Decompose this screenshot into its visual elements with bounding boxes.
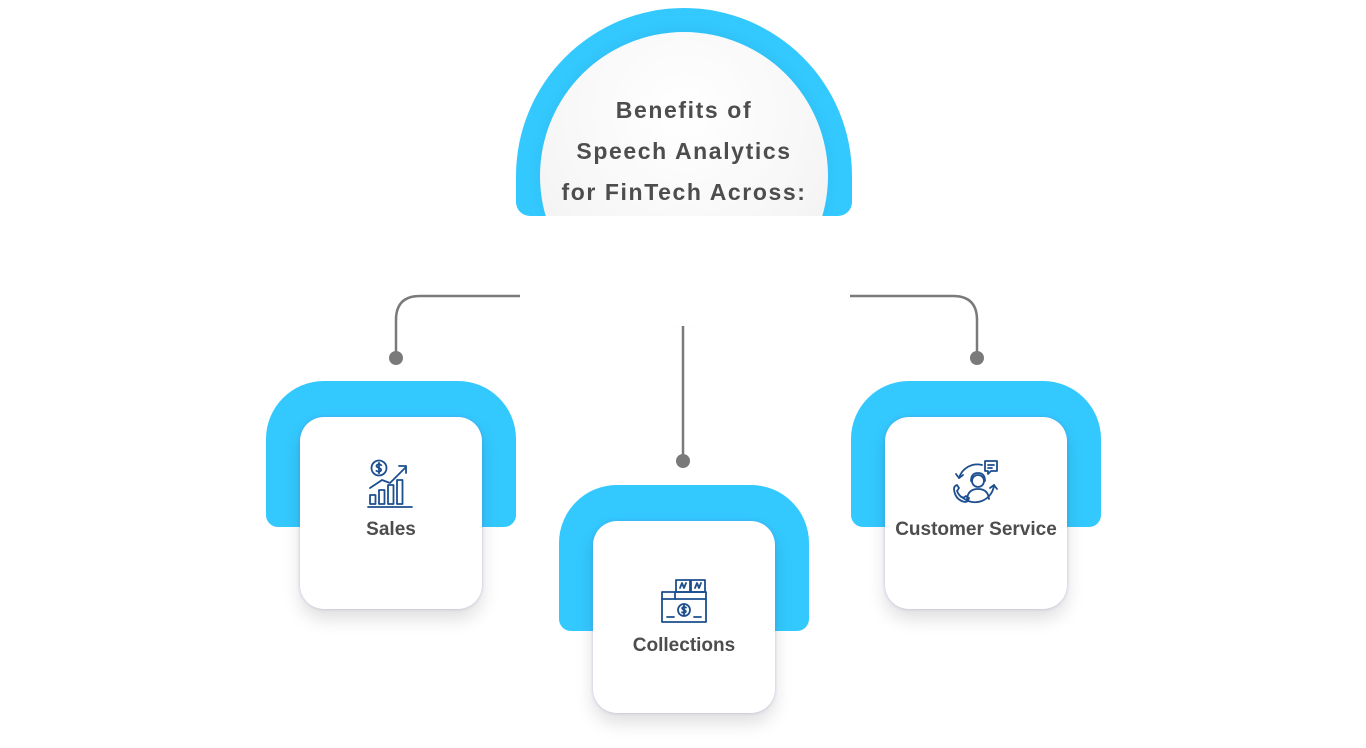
card-customer-service-body: Customer Service (885, 417, 1067, 609)
card-customer-service-label: Customer Service (895, 519, 1057, 540)
connector-right-dot (970, 351, 984, 365)
title-line-1: Benefits of (615, 97, 753, 123)
cash-register-icon (661, 579, 707, 623)
card-sales-body: Sales (300, 417, 482, 609)
title-line-3: for FinTech Across: (561, 179, 807, 205)
title-line-2: Speech Analytics (576, 138, 792, 164)
customer-support-icon (953, 460, 998, 504)
card-collections-body: Collections (593, 521, 775, 713)
sales-growth-icon (367, 459, 413, 508)
card-collections-label: Collections (632, 635, 736, 656)
diagram-title: Benefits of Speech Analytics for FinTech… (540, 90, 828, 213)
connector-left-dot (389, 351, 403, 365)
connector-center-dot (676, 454, 690, 468)
card-sales-label: Sales (366, 519, 416, 540)
